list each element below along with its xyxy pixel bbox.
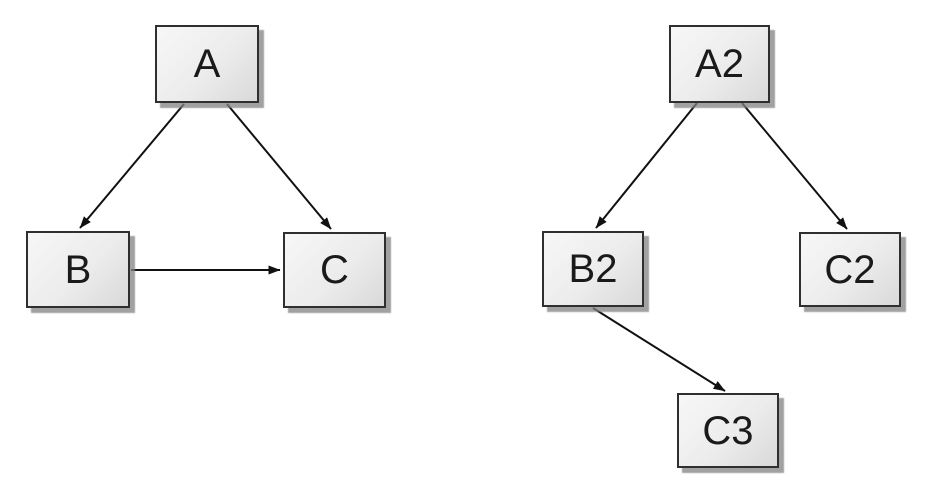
node-C: C — [283, 232, 386, 308]
edge-A2-C2 — [741, 102, 848, 230]
node-label: C3 — [702, 408, 754, 453]
node-label: A — [193, 42, 221, 86]
node-C2: C2 — [799, 232, 901, 307]
node-B: B — [26, 231, 130, 308]
node-A: A — [155, 25, 259, 103]
node-B2: B2 — [542, 231, 644, 307]
edge-A-B — [79, 103, 185, 229]
node-label: C — [320, 248, 349, 292]
node-A2: A2 — [669, 25, 770, 103]
edge-A-C — [226, 103, 332, 230]
node-label: B — [64, 247, 92, 292]
node-label: B2 — [568, 247, 618, 291]
node-label: A2 — [695, 42, 744, 86]
node-C3: C3 — [677, 393, 779, 468]
edge-B2-C3 — [592, 307, 726, 392]
node-label: C2 — [824, 247, 876, 292]
edge-A2-B2 — [595, 102, 698, 229]
